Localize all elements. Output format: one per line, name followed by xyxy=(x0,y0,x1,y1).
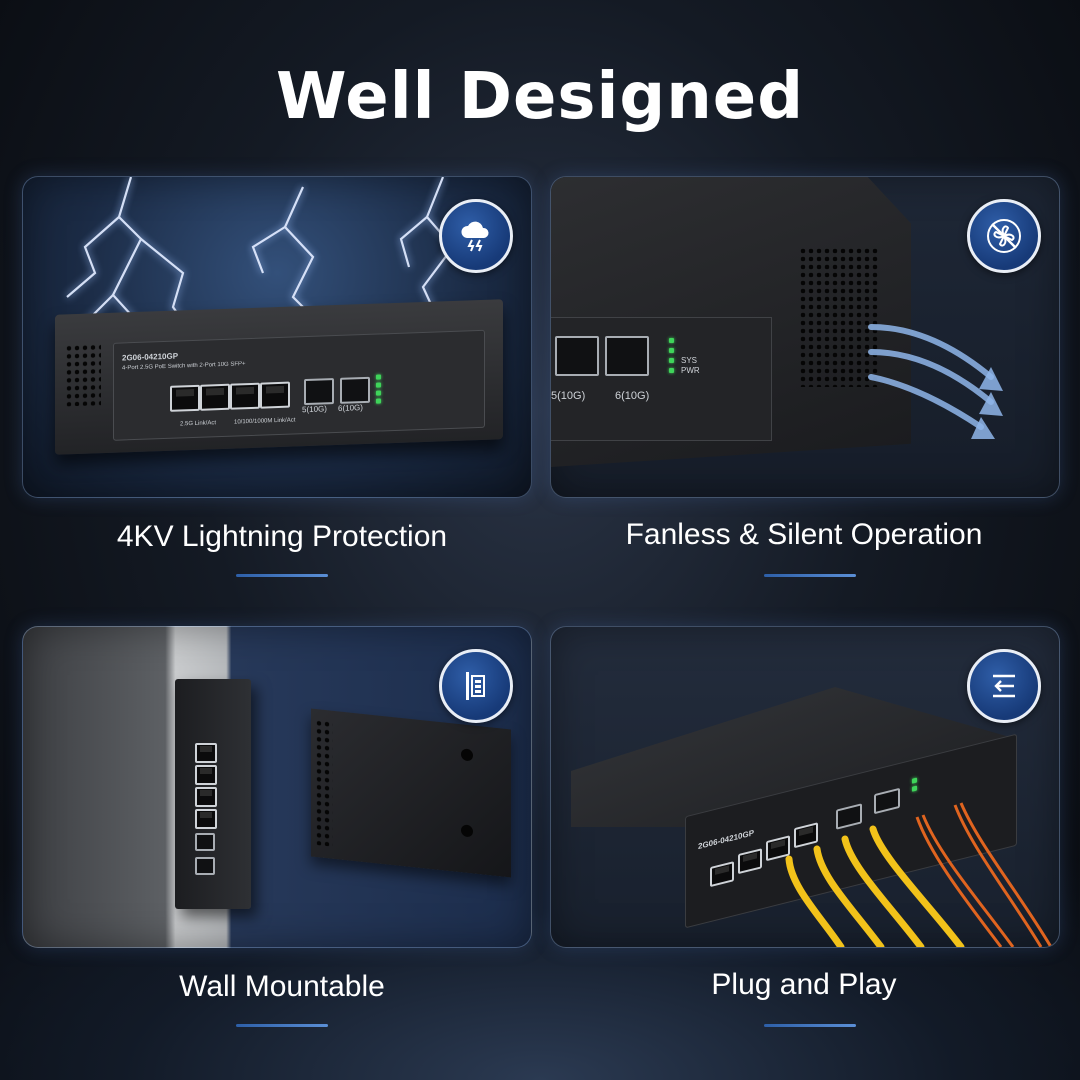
caption-underline xyxy=(764,574,856,577)
caption-wall-mountable: Wall Mountable xyxy=(179,970,385,1003)
led-label: SYS xyxy=(681,356,698,365)
front-panel: 2G06-04210GP 4-Port 2.5G PoE Switch with… xyxy=(113,329,485,441)
airflow-arrows xyxy=(868,324,1003,439)
feature-card-fanless: 5(10G) 6(10G) SYS PWR xyxy=(550,176,1060,498)
rj45-port-3 xyxy=(230,382,260,410)
sfp-label-6: 6(10G) xyxy=(615,390,650,402)
switch-bottom-view xyxy=(311,708,511,878)
feature-card-wall-mount xyxy=(22,626,532,948)
storm-cloud-icon xyxy=(461,221,489,252)
side-vent xyxy=(315,718,333,847)
caption-lightning-protection: 4KV Lightning Protection xyxy=(116,520,448,553)
status-led xyxy=(376,374,381,380)
page-title: Well Designed xyxy=(275,60,805,134)
sfp-port-5 xyxy=(195,833,215,851)
sfp-label-5: 5(10G) xyxy=(551,390,586,402)
status-led xyxy=(376,382,381,388)
mount-hole xyxy=(461,748,473,762)
sfp-port-5 xyxy=(555,336,599,376)
rj45-port-2 xyxy=(200,383,230,411)
feature-card-lightning: 2G06-04210GP 4-Port 2.5G PoE Switch with… xyxy=(22,176,532,498)
rj45-port-4 xyxy=(260,381,290,409)
storm-cloud-badge xyxy=(439,199,513,273)
rj45-port-3 xyxy=(195,787,217,807)
caption-underline xyxy=(236,574,328,577)
cables xyxy=(785,802,1053,947)
feature-card-plug-play: 2G06-04210GP xyxy=(550,626,1060,948)
status-led xyxy=(669,338,674,343)
switch-angle-view: 5(10G) 6(10G) SYS PWR xyxy=(551,177,911,467)
status-led xyxy=(669,348,674,353)
sfp-label-5: 5(10G) xyxy=(302,404,327,415)
sfp-port-5 xyxy=(304,378,334,406)
rj45-port-1 xyxy=(195,743,217,763)
led-legend-1g: 10/100/1000M Link/Act xyxy=(234,417,296,426)
plug-in-arrow-icon xyxy=(993,674,1015,698)
rj45-port-4 xyxy=(195,809,217,829)
mount-hole xyxy=(461,824,473,838)
wall-mount-badge xyxy=(439,649,513,723)
rj45-port-1 xyxy=(170,384,200,412)
sfp-port-6 xyxy=(340,376,370,404)
led-label: PWR xyxy=(681,366,700,375)
status-led xyxy=(376,398,381,404)
no-fan-badge xyxy=(967,199,1041,273)
led-legend-2.5g: 2.5G Link/Act xyxy=(180,420,217,428)
caption-underline xyxy=(236,1024,328,1027)
switch-wall-mounted xyxy=(175,679,251,909)
sfp-label-6: 6(10G) xyxy=(338,403,363,413)
plug-badge xyxy=(967,649,1041,723)
front-panel: 5(10G) 6(10G) SYS PWR xyxy=(551,317,772,441)
model-label: 2G06-04210GP xyxy=(122,351,179,363)
wall-mount-icon xyxy=(466,672,485,700)
sfp-port-6 xyxy=(195,857,215,875)
sfp-port-6 xyxy=(605,336,649,376)
status-led xyxy=(669,368,674,373)
switch-front: 2G06-04210GP 4-Port 2.5G PoE Switch with… xyxy=(55,299,503,455)
rj45-port-2 xyxy=(195,765,217,785)
no-fan-icon xyxy=(987,219,1021,253)
caption-fanless: Fanless & Silent Operation xyxy=(625,518,983,551)
caption-plug-and-play: Plug and Play xyxy=(711,968,897,1001)
status-led xyxy=(376,390,381,396)
side-vent xyxy=(799,247,879,387)
caption-underline xyxy=(764,1024,856,1027)
status-led xyxy=(669,358,674,363)
